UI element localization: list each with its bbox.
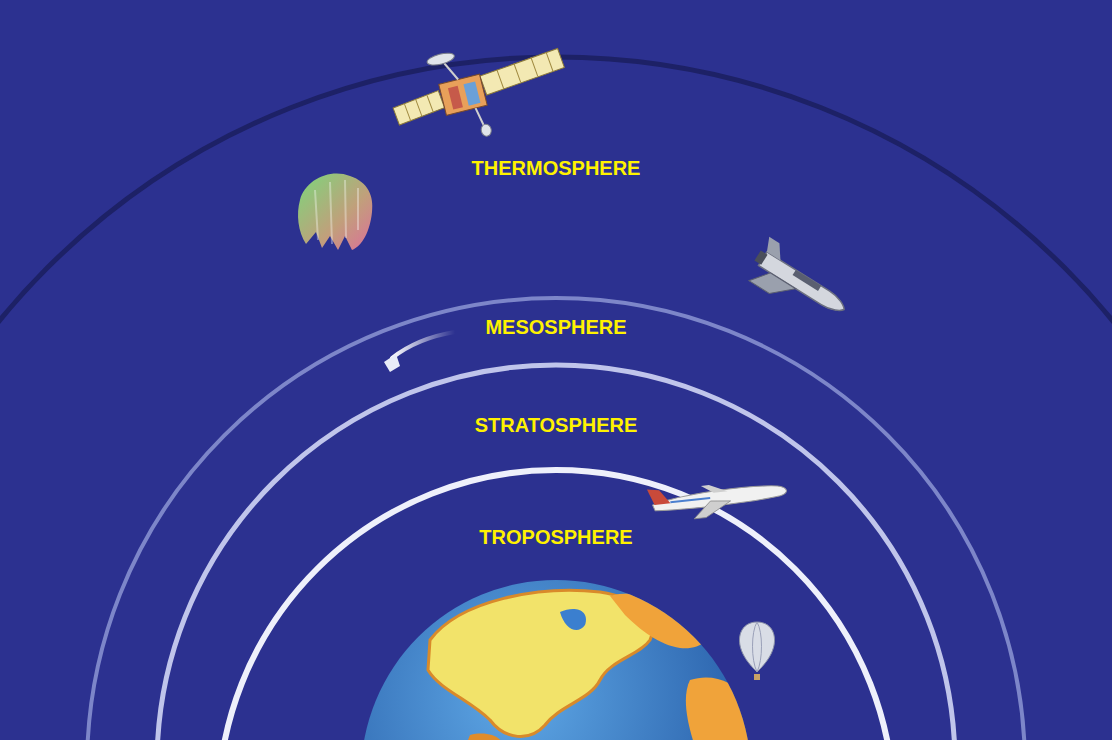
satellite [383,26,576,157]
layer-name: MESOSPHERE [485,316,626,339]
space-shuttle [744,237,856,332]
troposphere-boundary [218,470,894,740]
layer-name: TROPOSPHERE [479,526,632,549]
weather-balloon [739,622,774,680]
aurora [298,173,372,250]
stratosphere-boundary [157,365,955,740]
mesosphere-boundary [87,298,1025,740]
layer-name: THERMOSPHERE [472,157,641,180]
airliner [647,475,788,523]
thermosphere-boundary [0,57,1112,740]
earth-globe [361,580,760,740]
layer-name: STRATOSPHERE [475,414,638,437]
meteor [384,332,455,372]
